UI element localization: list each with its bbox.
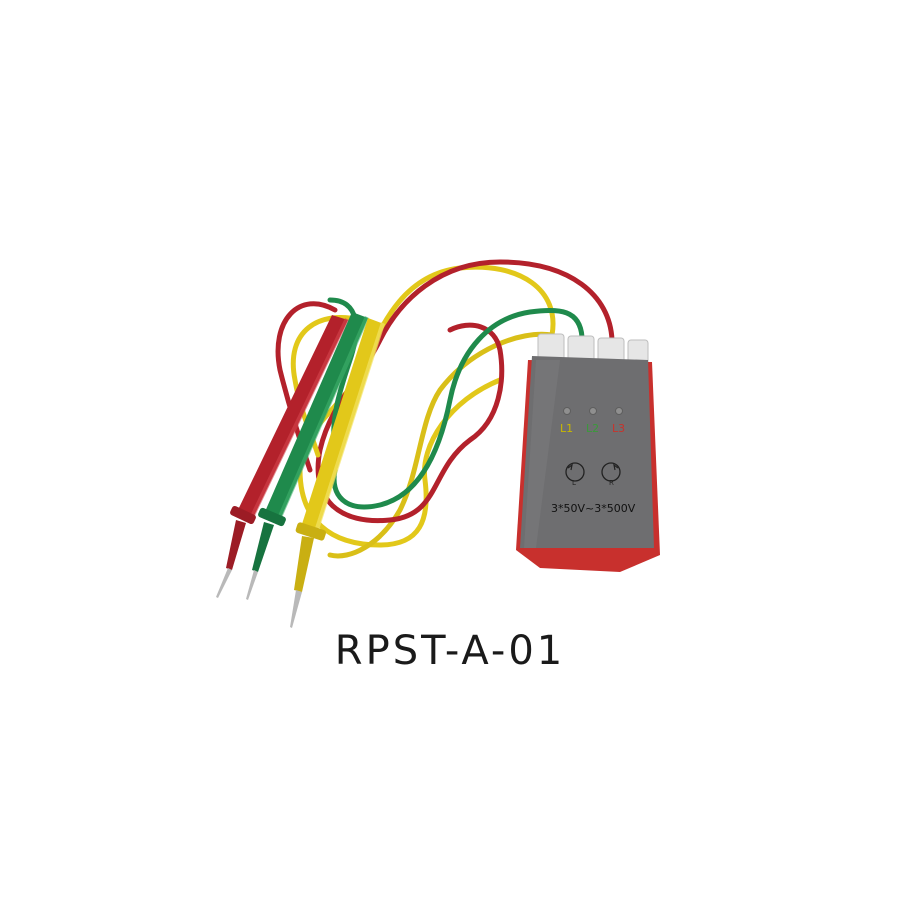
test-probes bbox=[216, 312, 385, 628]
rotation-right-letter: R bbox=[609, 479, 614, 487]
led-l1 bbox=[563, 407, 571, 415]
led-label-l1: L1 bbox=[560, 422, 574, 435]
voltage-range-label: 3*50V~3*500V bbox=[551, 502, 636, 515]
yellow-probe bbox=[290, 318, 385, 628]
led-l3 bbox=[615, 407, 623, 415]
led-l2 bbox=[589, 407, 597, 415]
red-probe bbox=[216, 315, 349, 598]
rotation-left-letter: L bbox=[572, 479, 576, 487]
green-wire-loop bbox=[331, 307, 585, 510]
rotation-left-icon bbox=[565, 462, 585, 482]
tester-housing bbox=[516, 356, 660, 572]
green-probe bbox=[246, 312, 369, 600]
model-caption: RPST-A-01 bbox=[334, 628, 566, 674]
led-label-l2: L2 bbox=[586, 422, 600, 435]
rotation-right-icon bbox=[601, 462, 621, 482]
cable-strain-reliefs bbox=[537, 333, 649, 365]
led-label-l3: L3 bbox=[612, 422, 626, 435]
